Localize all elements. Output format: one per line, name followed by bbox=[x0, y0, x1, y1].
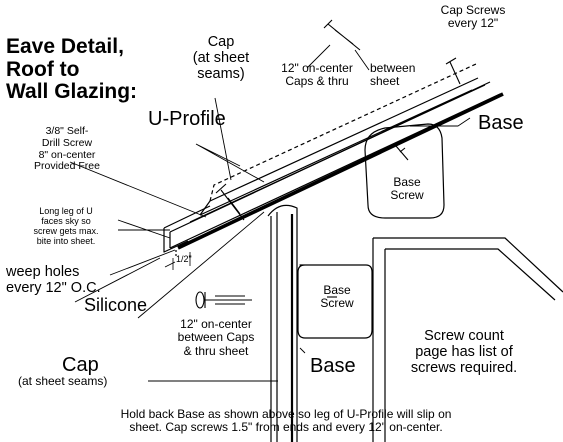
cap-screws-label: Cap Screws every 12" bbox=[440, 3, 506, 31]
between-sheet-label: between sheet bbox=[370, 61, 416, 89]
base-screw-lower-label: Base Screw bbox=[320, 283, 354, 311]
wall-glazing-sheet bbox=[267, 204, 298, 442]
base-top-label: Base bbox=[478, 112, 524, 134]
base-screw-upper-label: Base Screw bbox=[390, 175, 424, 203]
callout-boxes bbox=[297, 123, 445, 339]
cap-bottom-sub-label: (at sheet seams) bbox=[18, 374, 108, 388]
u-profile-label: U-Profile bbox=[148, 108, 226, 130]
diagram-title: Eave Detail, Roof to Wall Glazing: bbox=[6, 35, 138, 104]
wall-building bbox=[372, 237, 563, 442]
screws bbox=[195, 19, 461, 309]
silicone-label: Silicone bbox=[84, 295, 148, 315]
screw-count-note: Screw count page has list of screws requ… bbox=[410, 328, 518, 377]
cap-bottom-label: Cap bbox=[62, 354, 99, 376]
half-inch-dimension bbox=[172, 252, 191, 270]
half-inch-label: 1/2" bbox=[176, 254, 192, 264]
base-strip bbox=[177, 92, 504, 250]
long-leg-label: Long leg of U faces sky so screw gets ma… bbox=[33, 206, 99, 247]
leader-lines bbox=[69, 44, 471, 382]
between-caps-label: 12" on-center between Caps & thru sheet bbox=[177, 317, 255, 358]
caps-thru-label: 12" on-center Caps & thru bbox=[281, 61, 353, 89]
footer-note: Hold back Base as shown above so leg of … bbox=[120, 407, 452, 435]
cap-at-sheet-seams-label: Cap (at sheet seams) bbox=[192, 34, 250, 83]
self-drill-screw-label: 3/8" Self- Drill Screw 8" on-center Prov… bbox=[34, 125, 100, 173]
weep-holes-label: weep holes every 12" O.C. bbox=[6, 264, 101, 297]
roof-sheet bbox=[169, 81, 501, 249]
base-bottom-label: Base bbox=[310, 355, 356, 377]
